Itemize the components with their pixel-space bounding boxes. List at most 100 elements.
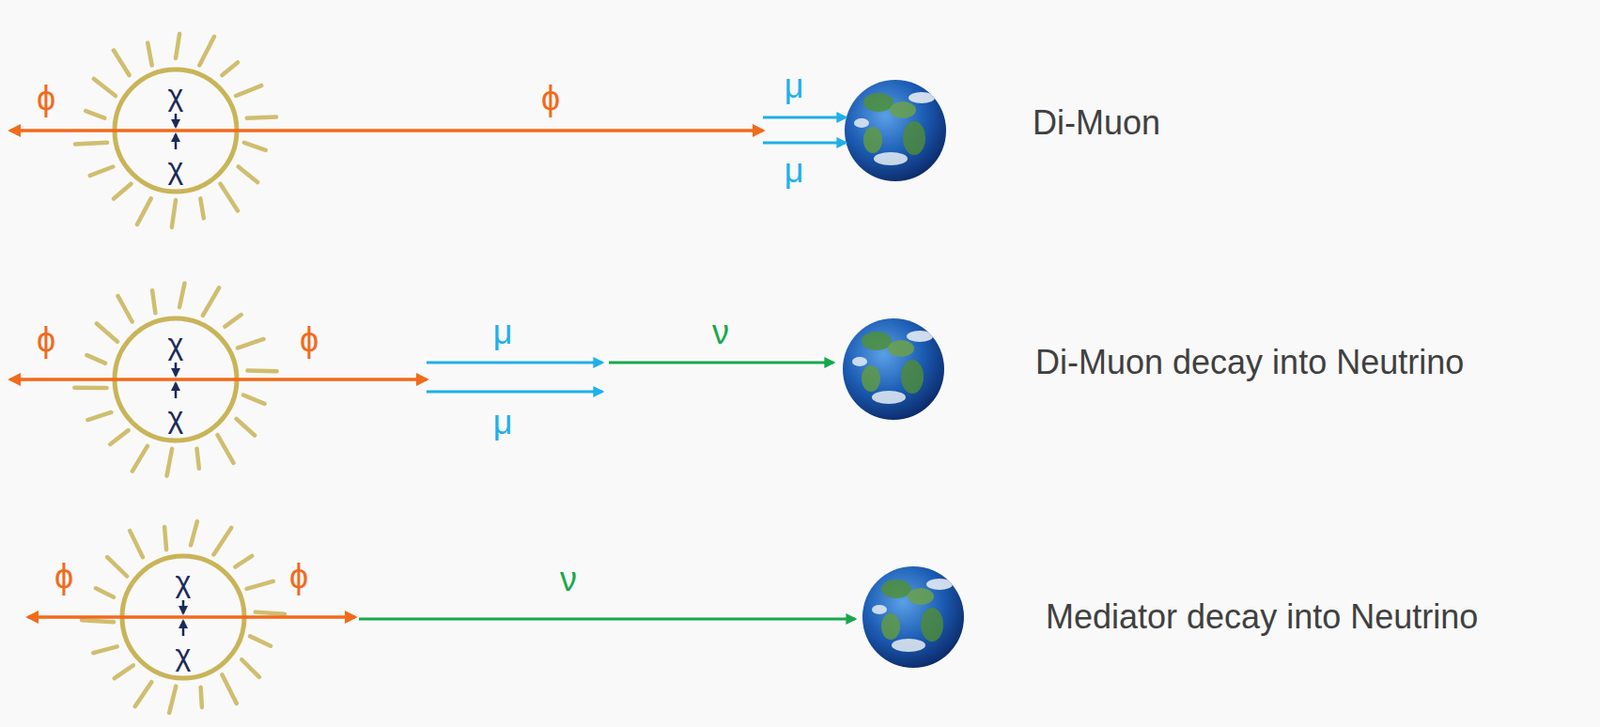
- mediator-phi: ϕ: [54, 557, 74, 596]
- orange-arrow: [28, 615, 356, 620]
- green-arrow: [608, 361, 834, 365]
- sun-ray: [175, 33, 180, 59]
- muon-label: μ: [784, 66, 805, 106]
- sun-ray: [114, 665, 134, 679]
- sun-ray: [235, 85, 262, 96]
- orange-arrow: [10, 128, 763, 133]
- sun-ray: [113, 184, 131, 200]
- earth-globe: [842, 318, 945, 420]
- earth-patch: [920, 607, 944, 642]
- earth-patch: [881, 613, 901, 640]
- mediator-phi: ϕ: [299, 320, 319, 359]
- muon-label: μ: [493, 312, 513, 352]
- navy-arrow: [182, 621, 186, 637]
- sun-ray: [164, 527, 167, 550]
- navy-arrow: [174, 113, 178, 127]
- sun-ray: [237, 339, 265, 348]
- sun-ray: [234, 556, 252, 568]
- neutrino-label: ν: [559, 559, 577, 599]
- navy-arrow: [174, 383, 178, 399]
- sun-ray: [167, 449, 173, 477]
- earth-patch: [902, 121, 926, 156]
- earth-globe: [862, 566, 964, 668]
- sun-ray: [137, 198, 152, 225]
- sun-ray: [197, 449, 200, 469]
- sun-ray: [113, 50, 130, 76]
- sun-ray: [171, 200, 176, 228]
- earth-patch: [871, 390, 906, 404]
- muon-label: μ: [784, 151, 805, 190]
- earth-patch: [871, 605, 887, 615]
- earth-patch: [873, 152, 908, 166]
- earth-patch: [907, 588, 934, 606]
- mediator-phi: ϕ: [36, 320, 56, 359]
- blue-arrow: [762, 116, 846, 120]
- sun-ray: [225, 314, 242, 327]
- sun-ray: [236, 419, 255, 436]
- earth-patch: [891, 638, 926, 653]
- sun-ray: [199, 36, 215, 65]
- earth-patch: [908, 92, 935, 104]
- sun-ray: [93, 646, 117, 653]
- mediator-phi: ϕ: [36, 78, 56, 118]
- earth-patch: [900, 359, 924, 394]
- earth-patch: [906, 330, 933, 342]
- row-title: Mediator decay into Neutrino: [1045, 597, 1478, 637]
- earth-patch: [881, 579, 912, 599]
- sun-ray: [135, 682, 152, 707]
- sun-ray: [247, 117, 277, 119]
- sun-ray: [201, 687, 202, 708]
- earth-patch: [863, 93, 894, 112]
- earth-patch: [926, 578, 953, 591]
- sun-ray: [217, 434, 234, 464]
- sun-ray: [118, 295, 133, 322]
- earth-patch: [889, 101, 917, 119]
- earth-patch: [854, 118, 870, 128]
- sun-ray: [152, 290, 156, 313]
- sun-ray: [75, 142, 108, 145]
- earth-patch: [852, 357, 868, 367]
- sun-ray: [213, 528, 232, 556]
- sun-ray: [241, 659, 260, 678]
- sun-ray: [109, 430, 128, 445]
- particle-chi: χ: [168, 77, 185, 113]
- sun-ray: [247, 368, 277, 373]
- sun-ray: [86, 355, 106, 364]
- particle-chi: χ: [168, 326, 185, 362]
- mediator-phi: ϕ: [289, 557, 309, 596]
- particle-chi: χ: [175, 564, 192, 600]
- row-title: Di-Muon: [1032, 103, 1161, 142]
- sun-ray: [169, 686, 176, 714]
- sun-ray: [90, 167, 114, 176]
- row-title: Di-Muon decay into Neutrino: [1035, 342, 1464, 382]
- sun-ray: [202, 287, 219, 316]
- sun-ray: [132, 446, 148, 472]
- green-arrow: [358, 618, 855, 622]
- earth-patch: [861, 365, 881, 392]
- sun-ray: [87, 412, 111, 420]
- navy-arrow: [182, 600, 186, 614]
- earth-patch: [863, 126, 883, 154]
- orange-arrow: [10, 377, 427, 382]
- earth-patch: [861, 331, 892, 351]
- muon-label: μ: [493, 403, 513, 442]
- sun-ray: [81, 620, 114, 622]
- navy-arrow: [174, 362, 178, 376]
- blue-arrow: [426, 361, 603, 365]
- sun-ray: [244, 142, 266, 151]
- sun-ray: [247, 581, 274, 590]
- sun-ray: [85, 110, 105, 118]
- blue-arrow: [762, 141, 846, 145]
- sun-ray: [129, 530, 143, 558]
- sun-ray: [93, 78, 116, 96]
- sun-ray: [107, 557, 127, 576]
- navy-arrow: [174, 134, 178, 150]
- earth: [842, 318, 945, 420]
- sun-ray: [200, 198, 203, 218]
- particle-chi: χ: [168, 400, 185, 435]
- earth: [844, 79, 947, 182]
- particle-chi: χ: [168, 151, 185, 187]
- earth-patch: [887, 340, 915, 358]
- sun-ray: [243, 395, 265, 404]
- sun-ray: [255, 612, 285, 615]
